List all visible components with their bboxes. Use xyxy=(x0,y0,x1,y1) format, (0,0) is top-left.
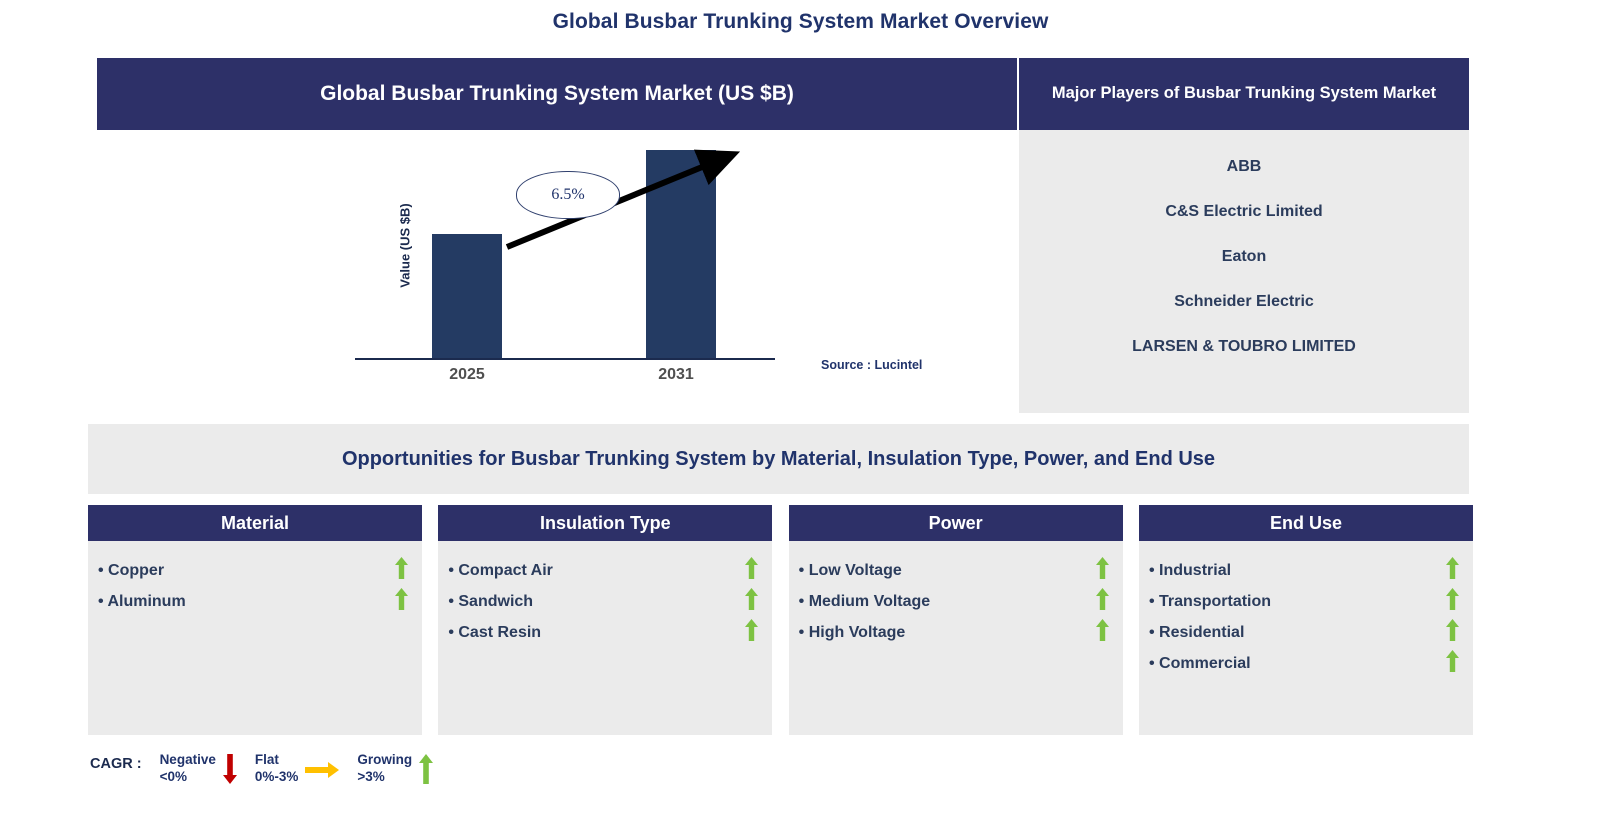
list-item: • High Voltage xyxy=(799,617,1109,648)
list-item: ABB xyxy=(1226,158,1262,175)
segment-item-label: • Cast Resin xyxy=(448,623,542,641)
list-item: • Sandwich xyxy=(448,586,759,617)
list-item: • Industrial xyxy=(1149,555,1459,586)
list-item: C&S Electric Limited xyxy=(1165,203,1323,220)
cagr-legend-growing-name: Growing xyxy=(357,752,413,767)
segment-item-label: • Industrial xyxy=(1148,561,1232,579)
cagr-value-bubble: 6.5% xyxy=(516,171,620,219)
cagr-legend-negative-text: Negative <0% xyxy=(160,752,216,786)
arrow-up-icon xyxy=(745,588,759,615)
segment-item-label: • Residential xyxy=(1148,623,1245,641)
arrow-up-icon xyxy=(1445,588,1459,615)
list-item: Eaton xyxy=(1221,248,1267,265)
cagr-legend-entry-negative: Negative <0% xyxy=(160,752,237,789)
cagr-value-label: 6.5% xyxy=(551,186,585,203)
cagr-legend-negative-range: <0% xyxy=(159,768,187,784)
list-item: • Transportation xyxy=(1149,586,1459,617)
segment-header-label: Material xyxy=(220,512,290,533)
list-item: Schneider Electric xyxy=(1174,293,1314,310)
list-item: • Cast Resin xyxy=(448,617,759,648)
chart-y-axis-label: Value (US $B) xyxy=(397,203,413,288)
arrow-up-icon xyxy=(1445,650,1459,677)
segment-header: Power xyxy=(788,505,1123,541)
list-item: • Commercial xyxy=(1149,648,1459,679)
cagr-legend-growing-range: >3% xyxy=(357,768,385,784)
segment-item-label: • Copper xyxy=(98,561,165,579)
arrow-up-icon xyxy=(1445,619,1459,646)
segment-item-label: • Compact Air xyxy=(448,561,553,579)
arrow-up-icon xyxy=(1095,588,1109,615)
bar-2025 xyxy=(432,234,502,358)
segment-item-list: • Copper • Aluminum xyxy=(88,541,422,735)
arrow-up-icon xyxy=(419,752,434,789)
arrow-up-icon xyxy=(745,619,759,646)
segment-item-label: • Transportation xyxy=(1148,592,1272,610)
list-item: • Aluminum xyxy=(98,586,408,617)
segment-column-end-use: End Use • Industrial • Transportation • … xyxy=(1138,505,1473,735)
segment-item-list: • Low Voltage • Medium Voltage • High Vo… xyxy=(789,541,1123,735)
chart-source-note: Source : Lucintel xyxy=(821,358,923,372)
opportunities-banner: Opportunities for Busbar Trunking System… xyxy=(88,424,1469,494)
x-tick-label-2031: 2031 xyxy=(658,366,694,383)
arrow-up-icon xyxy=(395,588,408,615)
cagr-legend-flat-name: Flat xyxy=(254,752,279,767)
segment-item-label: • Commercial xyxy=(1148,654,1251,672)
segment-column-power: Power • Low Voltage • Medium Voltage • H… xyxy=(788,505,1123,735)
segment-item-label: • Low Voltage xyxy=(798,561,902,579)
arrow-up-icon xyxy=(1445,557,1459,584)
segment-header-label: Power xyxy=(928,512,983,533)
arrow-down-icon xyxy=(222,752,237,789)
major-players-card: Major Players of Busbar Trunking System … xyxy=(1019,58,1469,413)
cagr-legend-negative-name: Negative xyxy=(159,752,216,767)
chart-x-axis-line xyxy=(355,358,775,360)
market-chart-header: Global Busbar Trunking System Market (US… xyxy=(97,58,1017,130)
cagr-legend: CAGR : Negative <0% Flat 0%-3% Growing >… xyxy=(90,752,520,800)
segment-item-label: • Aluminum xyxy=(98,592,186,610)
arrow-up-icon xyxy=(1095,557,1109,584)
major-players-list: ABB C&S Electric Limited Eaton Schneider… xyxy=(1019,130,1469,369)
segment-header: Material xyxy=(88,505,422,541)
arrow-up-icon xyxy=(395,557,408,584)
list-item: LARSEN & TOUBRO LIMITED xyxy=(1132,338,1356,355)
bar-2031 xyxy=(646,150,716,358)
segment-header: End Use xyxy=(1138,505,1473,541)
list-item: • Medium Voltage xyxy=(799,586,1109,617)
market-chart-card: Global Busbar Trunking System Market (US… xyxy=(97,58,1017,413)
cagr-legend-flat-text: Flat 0%-3% xyxy=(255,752,299,786)
cagr-legend-entry-growing: Growing >3% xyxy=(357,752,434,789)
segment-header-label: Insulation Type xyxy=(539,512,671,533)
cagr-legend-growing-text: Growing >3% xyxy=(357,752,412,786)
arrow-up-icon xyxy=(1095,619,1109,646)
list-item: • Copper xyxy=(98,555,408,586)
page-title: Global Busbar Trunking System Market Ove… xyxy=(552,10,1049,33)
cagr-growth-arrow-icon xyxy=(505,149,741,250)
segment-header-label: End Use xyxy=(1269,512,1342,533)
segment-column-material: Material • Copper • Aluminum xyxy=(88,505,422,735)
arrow-up-icon xyxy=(745,557,759,584)
market-chart-header-label: Global Busbar Trunking System Market (US… xyxy=(320,82,794,105)
segment-item-list: • Industrial • Transportation • Resident… xyxy=(1139,541,1473,735)
market-bar-chart: Value (US $B) 2025 2031 6.5% Source : Lu… xyxy=(97,130,1017,413)
major-players-header-label: Major Players of Busbar Trunking System … xyxy=(1051,84,1437,103)
segment-item-label: • High Voltage xyxy=(798,623,906,641)
cagr-legend-title: CAGR : xyxy=(90,756,142,772)
segment-header: Insulation Type xyxy=(438,505,773,541)
cagr-legend-flat-range: 0%-3% xyxy=(254,768,299,784)
segment-columns: Material • Copper • Aluminum xyxy=(88,505,1473,735)
opportunities-banner-label: Opportunities for Busbar Trunking System… xyxy=(341,447,1216,470)
arrow-right-icon xyxy=(305,752,340,793)
list-item: • Compact Air xyxy=(448,555,759,586)
list-item: • Residential xyxy=(1149,617,1459,648)
segment-item-label: • Sandwich xyxy=(448,592,534,610)
major-players-header: Major Players of Busbar Trunking System … xyxy=(1019,58,1469,130)
list-item: • Low Voltage xyxy=(799,555,1109,586)
segment-item-label: • Medium Voltage xyxy=(798,592,931,610)
cagr-legend-entry-flat: Flat 0%-3% xyxy=(255,752,340,793)
x-tick-label-2025: 2025 xyxy=(449,366,485,383)
segment-item-list: • Compact Air • Sandwich • Cast Resin xyxy=(438,541,772,735)
segment-column-insulation-type: Insulation Type • Compact Air • Sandwich xyxy=(438,505,773,735)
